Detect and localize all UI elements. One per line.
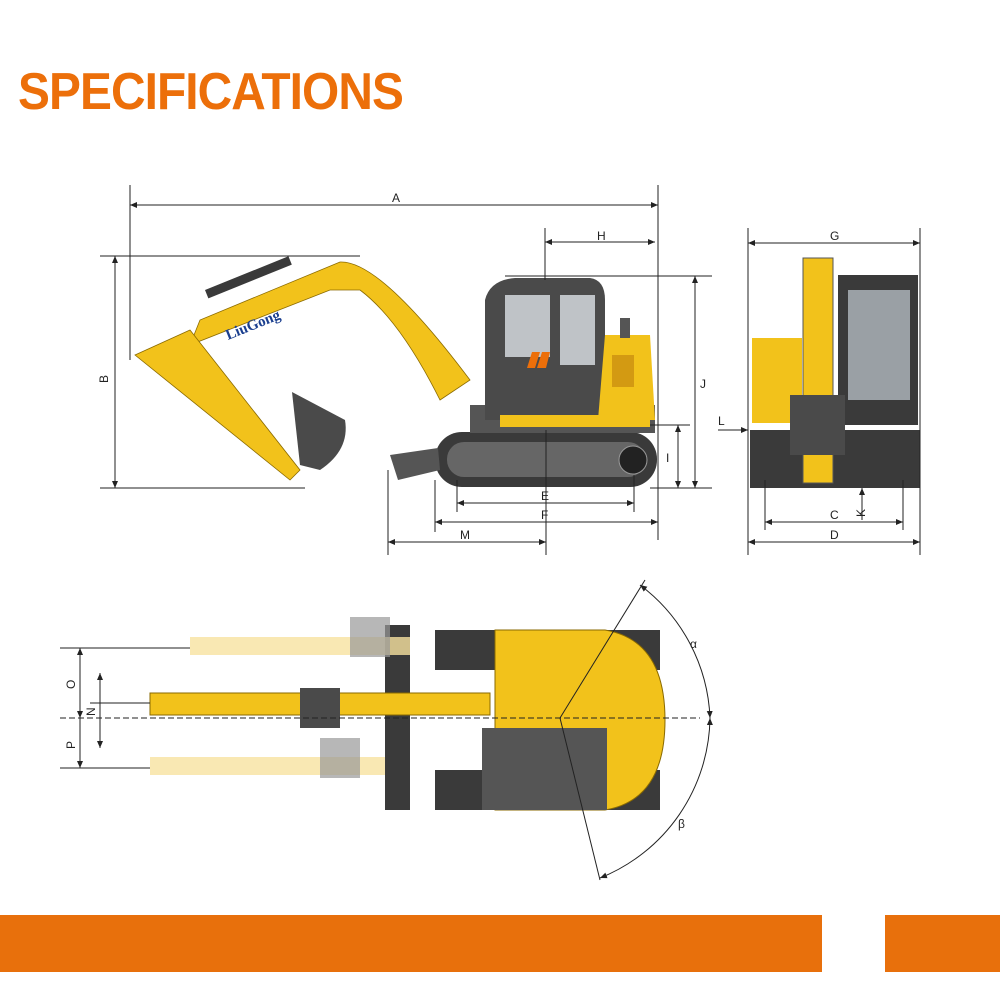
- upper-structure: [470, 278, 655, 433]
- side-view: LiuGong A B H J I E F M: [97, 185, 712, 555]
- front-view: G L C K D: [718, 228, 921, 555]
- footer-bar-left: [0, 915, 822, 972]
- dim-label-l: L: [718, 414, 725, 428]
- dim-label-p: P: [64, 741, 78, 749]
- dim-label-f: F: [541, 508, 548, 522]
- angle-label-beta: β: [678, 817, 685, 831]
- dim-label-c: C: [830, 508, 839, 522]
- dim-label-o: O: [64, 680, 78, 689]
- dim-label-n: N: [84, 707, 98, 716]
- page-title: SPECIFICATIONS: [18, 63, 404, 121]
- dim-label-e: E: [541, 489, 549, 503]
- dim-label-m: M: [460, 528, 470, 542]
- side-dimensions: [100, 185, 712, 555]
- dim-label-d: D: [830, 528, 839, 542]
- dim-label-a: A: [392, 191, 400, 205]
- undercarriage: [390, 432, 657, 487]
- top-view: O N P α β: [60, 579, 713, 881]
- dim-label-g: G: [830, 229, 839, 243]
- dim-label-h: H: [597, 229, 606, 243]
- dim-label-b: B: [97, 375, 111, 383]
- boom-arm: LiuGong: [134, 256, 471, 481]
- footer-bar-right: [885, 915, 1000, 972]
- dim-label-j: J: [700, 377, 706, 391]
- dim-label-i: I: [666, 451, 669, 465]
- angle-label-alpha: α: [690, 637, 697, 651]
- dim-label-k: K: [854, 509, 868, 517]
